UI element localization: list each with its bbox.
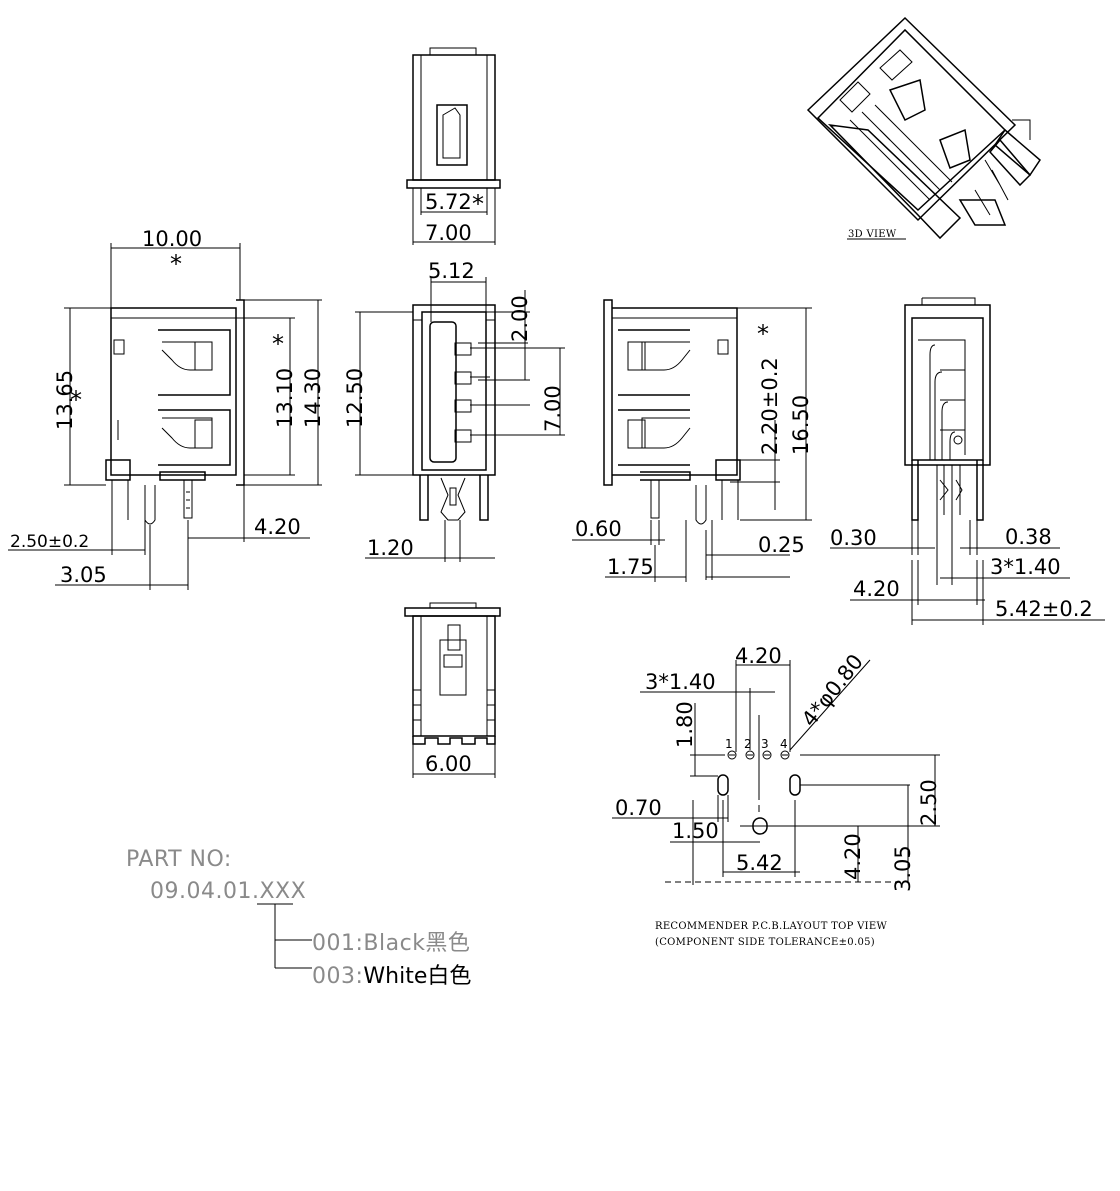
part-no-value: 09.04.01.XXX <box>150 879 306 904</box>
right-dim-025: 0.25 <box>758 533 805 557</box>
front-view: 5.12 12.50 2.00 7.00 1.20 <box>343 259 565 562</box>
bottom-view: 6.00 <box>404 602 501 778</box>
pcb-dim-420-v: 4.20 <box>841 833 865 880</box>
pcb-pin-1: 1 <box>725 737 733 751</box>
left-dim-420: 4.20 <box>254 515 301 539</box>
front-dim-120: 1.20 <box>367 536 414 560</box>
part-option-003: 003:White白色 <box>312 964 471 989</box>
left-dim-305: 3.05 <box>60 563 107 587</box>
pcb-dim-150: 1.50 <box>672 819 719 843</box>
side-dim-030: 0.30 <box>830 526 877 550</box>
front-dim-700: 7.00 <box>541 385 565 432</box>
pcb-caption-1: RECOMMENDER P.C.B.LAYOUT TOP VIEW <box>655 921 887 932</box>
option-desc-001: Black黑色 <box>363 931 470 956</box>
bottom-dim-600: 6.00 <box>425 752 472 776</box>
pcb-caption-2: (COMPONENT SIDE TOLERANCE±0.05) <box>655 937 875 948</box>
front-dim-512: 5.12 <box>428 259 475 283</box>
left-star-top: * <box>170 250 182 278</box>
top-star: * <box>472 190 484 218</box>
part-no-label: PART NO: <box>126 847 232 872</box>
pcb-dim-250: 2.50 <box>917 779 941 826</box>
pcb-dim-420: 4.20 <box>735 644 782 668</box>
right-dim-060: 0.60 <box>575 517 622 541</box>
left-dim-1310: 13.10 <box>273 368 297 428</box>
right-dim-175: 1.75 <box>607 555 654 579</box>
left-star-side: * <box>70 386 82 414</box>
side-dim-420: 4.20 <box>853 577 900 601</box>
pcb-dim-542: 5.42 <box>736 851 783 875</box>
part-option-001: 001:Black黑色 <box>312 931 470 956</box>
option-code-001: 001: <box>312 931 363 956</box>
side-view: 0.30 0.38 3*1.40 4.20 5.42±0.2 <box>830 297 1105 625</box>
option-desc-003: White白色 <box>363 964 471 989</box>
left-star-right: * <box>272 330 284 358</box>
pcb-dim-3x140: 3*1.40 <box>645 670 716 694</box>
top-view: 5.72 * 7.00 <box>406 47 501 245</box>
pcb-dim-305: 3.05 <box>891 845 915 892</box>
left-dim-250: 2.50±0.2 <box>10 532 89 552</box>
pcb-dim-180: 1.80 <box>673 701 697 748</box>
pcb-pin-4: 4 <box>780 737 788 751</box>
left-dim-1430: 14.30 <box>301 368 325 428</box>
pcb-pin-2: 2 <box>744 737 752 751</box>
pcb-layout: 1 2 3 4 4.20 3*1.40 4*φ0.80 1.80 0.70 1.… <box>612 644 941 948</box>
3d-view: 3D VIEW <box>806 16 1041 240</box>
pcb-dim-070: 0.70 <box>615 796 662 820</box>
right-dim-220: 2.20±0.2 <box>758 357 782 455</box>
pcb-dim-4phi080: 4*φ0.80 <box>797 650 868 731</box>
left-view: 10.00 * 13.65 * 13.10 * 14.30 2.50±0.2 3… <box>8 227 325 590</box>
left-dim-1365: 13.65 <box>53 370 77 430</box>
part-number-block: PART NO: 09.04.01.XXX 001:Black黑色 003:Wh… <box>126 847 471 989</box>
side-dim-3x140: 3*1.40 <box>990 555 1061 579</box>
right-view: 2.20±0.2 * 16.50 0.60 1.75 0.25 <box>572 299 813 582</box>
side-dim-038: 0.38 <box>1005 525 1052 549</box>
front-dim-1250: 12.50 <box>343 368 367 428</box>
left-dim-10: 10.00 <box>142 227 202 251</box>
top-dim-2: 7.00 <box>425 221 472 245</box>
right-star: * <box>757 320 769 348</box>
top-dim-1: 5.72 <box>425 190 472 214</box>
pcb-pin-3: 3 <box>761 737 769 751</box>
3d-view-label: 3D VIEW <box>848 229 897 240</box>
option-code-003: 003: <box>312 964 363 989</box>
right-dim-1650: 16.50 <box>789 395 813 455</box>
front-dim-200: 2.00 <box>508 295 532 342</box>
side-dim-542: 5.42±0.2 <box>995 597 1093 621</box>
